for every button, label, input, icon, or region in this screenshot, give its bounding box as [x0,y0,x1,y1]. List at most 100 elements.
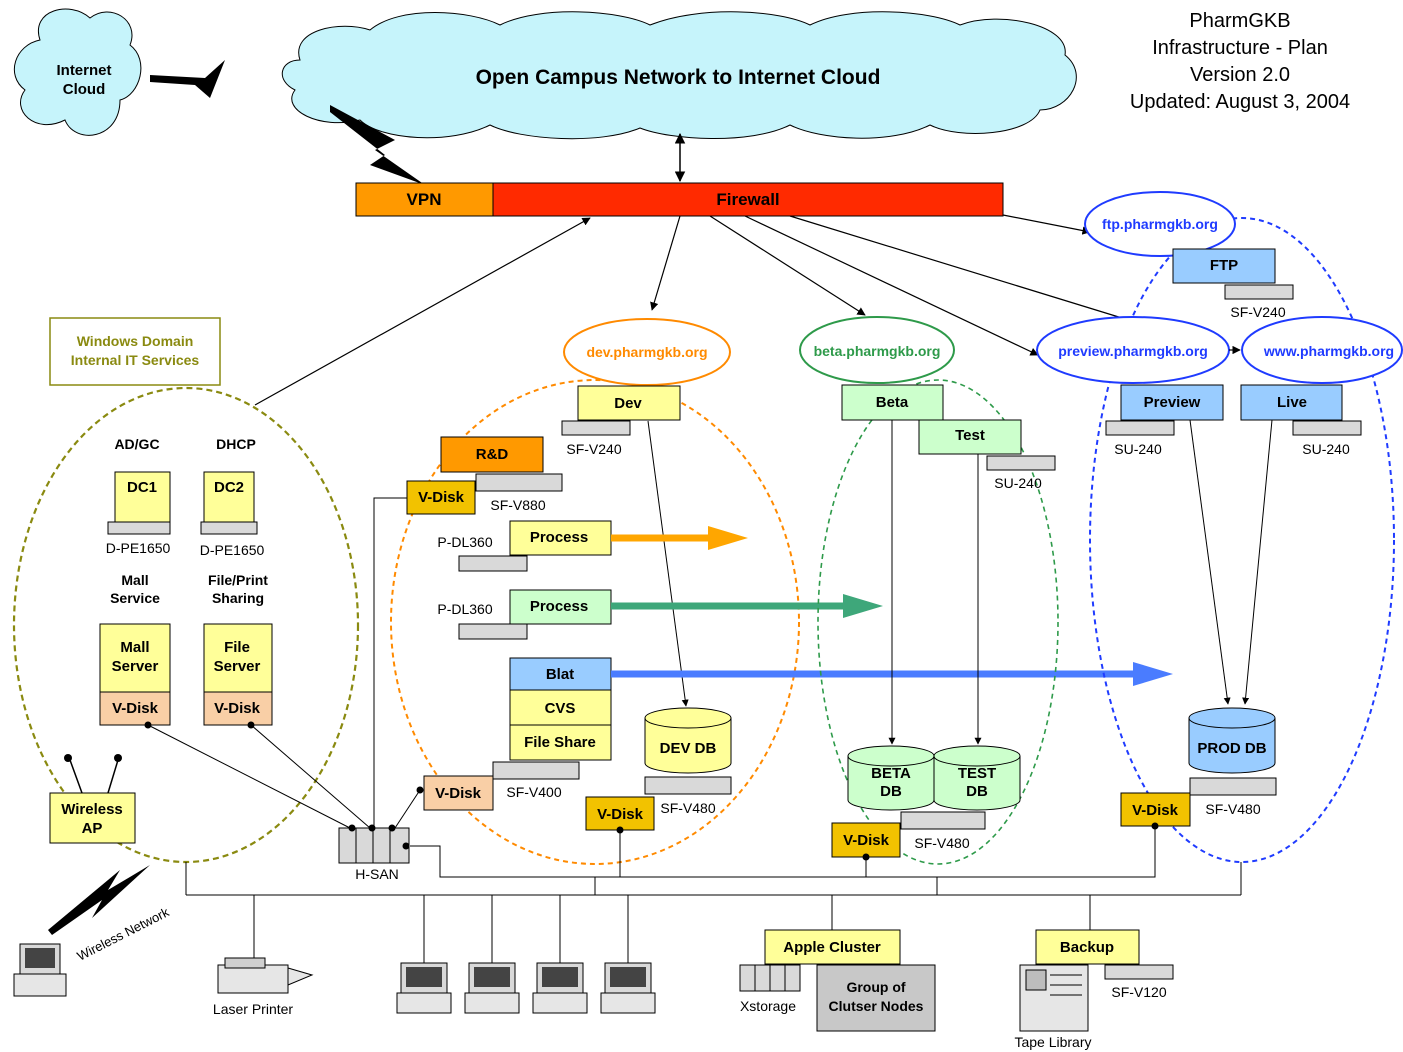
mall-service-label-2: Service [110,590,160,606]
preview-box [1120,384,1224,421]
cluster-nodes-label-2: Clutser Nodes [829,998,924,1014]
devdb-server-icon [644,776,732,795]
blue-arrow-head [1133,662,1173,686]
prod-vdisk-label: V-Disk [1132,802,1179,819]
xstorage-label: Xstorage [740,998,796,1014]
mall-server-box [99,623,171,693]
beta-box [841,384,944,421]
beta-domain-ellipse [799,316,955,384]
windows-domain-title-1: Windows Domain [77,333,194,349]
process1-model: P-DL360 [437,534,492,550]
blat-box [509,657,612,691]
process2-server-icon [458,623,528,640]
dev-box [577,385,681,421]
preview-to-proddb-connector [1189,419,1231,705]
laptop-icon [13,943,67,997]
process2-model: P-DL360 [437,601,492,617]
campus-cloud-label: Open Campus Network to Internet Cloud [476,66,881,89]
www-domain-label: www.pharmgkb.org [1263,343,1394,359]
live-box [1240,384,1343,421]
devdb-model: SF-V480 [660,800,715,816]
preview-label: Preview [1144,394,1201,411]
rnd-model: SF-V880 [490,497,545,513]
workstation-icon [532,962,588,1014]
www-domain-ellipse [1241,316,1403,384]
dev-server-icon [561,420,631,436]
cluster-nodes-label-1: Group of [846,979,905,995]
process2-box [509,589,612,625]
antenna-icon [114,754,122,762]
process-arrows [611,526,1173,686]
dev-domain-ellipse [563,318,731,386]
dc2-model: D-PE1650 [200,542,265,558]
fileshare-label: File Share [524,734,596,751]
connection-dots [144,721,1159,861]
windows-domain-title-box [49,317,221,386]
stack-vdisk-label: V-Disk [435,785,482,802]
wireless-network-label: Wireless Network [75,904,172,964]
testdb-cylinder [933,756,1021,811]
dev-domain-label: dev.pharmgkb.org [586,344,707,360]
ftp-model: SF-V240 [1230,304,1285,320]
dc2-label: DC2 [214,479,244,496]
beta-vdisk-label: V-Disk [843,832,890,849]
firewall-connections [254,214,1136,406]
tape-library-icon [1019,964,1089,1032]
campus-cloud: Open Campus Network to Internet Cloud [282,11,1077,140]
wireless-ap-label-2: AP [82,820,103,837]
file-vdisk-box [203,691,273,726]
preview-domain-label: preview.pharmgkb.org [1058,343,1208,359]
beta-domain-label: beta.pharmgkb.org [814,343,941,359]
test-label: Test [955,427,985,444]
xstorage-icon [739,964,801,992]
dc1-label: DC1 [127,479,157,496]
dc1-model: D-PE1650 [106,540,171,556]
backup-model: SF-V120 [1111,984,1166,1000]
cluster-nodes-box [816,964,936,1032]
ftp-label: FTP [1210,257,1238,274]
internet-cloud-label-1: Internet [56,62,111,79]
mall-service-label-1: Mall [121,572,148,588]
ftp-server-icon [1224,284,1294,300]
devdb-vdisk-label: V-Disk [597,806,644,823]
cvs-label: CVS [545,700,576,717]
betadb-cylinder [847,756,935,811]
process1-box [509,520,612,556]
process1-server-icon [458,555,528,572]
vpn-firewall-bar: VPN Firewall [355,182,1004,217]
proddb-server-icon [1189,777,1277,796]
live-label: Live [1277,394,1307,411]
lightning-bolt-icon [330,105,425,185]
process1-label: Process [530,529,588,546]
rnd-vdisk-label: V-Disk [418,489,465,506]
antenna-icon [64,754,72,762]
stack-server-icon [492,761,580,780]
dc2-server-icon [200,521,258,535]
preview-server-icon [1105,420,1175,436]
mall-vdisk-label: V-Disk [112,700,159,717]
adgc-label: AD/GC [114,436,159,452]
title-line-3: Version 2.0 [1190,64,1290,86]
ftp-domain-label: ftp.pharmgkb.org [1102,216,1218,232]
laser-printer-label: Laser Printer [213,1001,293,1017]
prod-vdisk-box [1120,792,1191,827]
wireless-ap-box [49,792,136,844]
beta-label: Beta [876,394,909,411]
tape-library-label: Tape Library [1014,1034,1091,1050]
apple-cluster-box [764,929,901,965]
stack-model: SF-V400 [506,784,561,800]
backup-label: Backup [1060,939,1114,956]
proddb-label: PROD DB [1197,740,1266,757]
workstation-icon [600,962,656,1014]
live-server-icon [1292,420,1362,436]
rnd-vdisk-box [406,480,476,515]
hsan-switch [338,824,410,864]
betadb-server-icon [900,811,986,830]
lightning-bolt-icon [48,865,150,935]
dev-label: Dev [614,395,642,412]
backup-server-icon [1104,964,1174,980]
prod-zone-boundary [1089,217,1395,863]
windows-domain-boundary [12,386,360,864]
test-server-icon [986,455,1056,471]
